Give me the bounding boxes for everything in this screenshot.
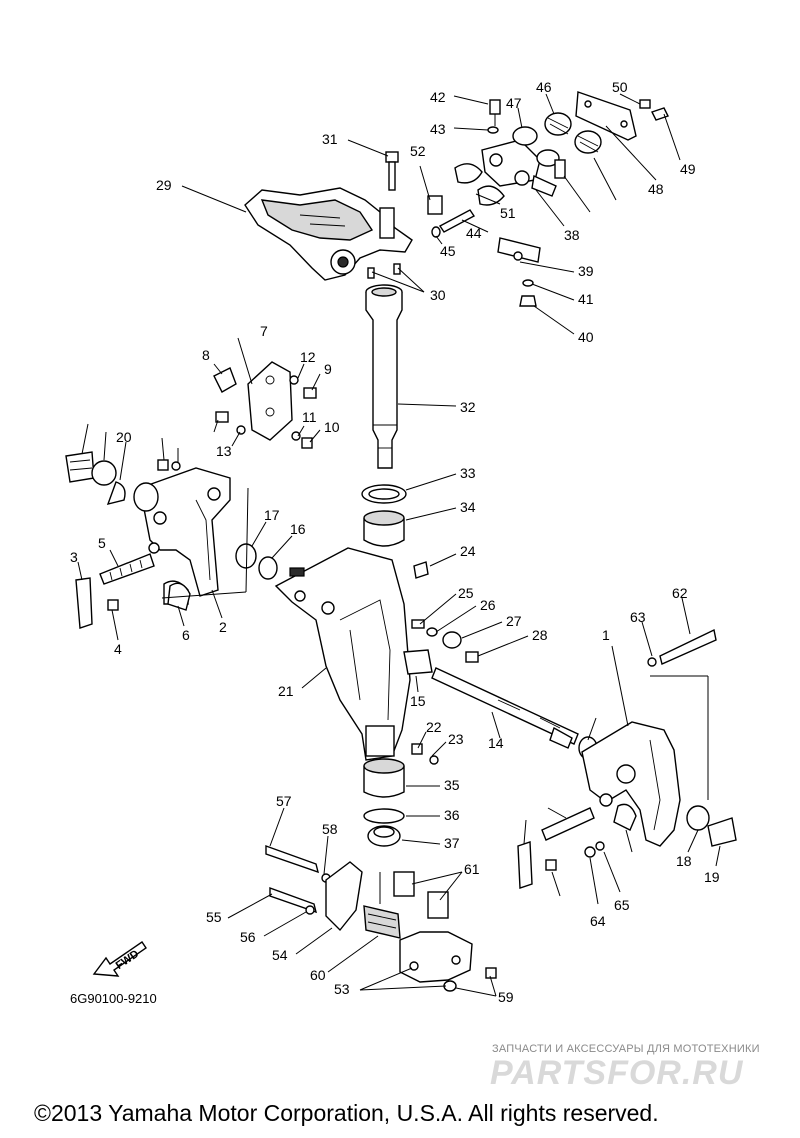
part-number-label: 11 bbox=[302, 409, 317, 425]
part-number-label: 57 bbox=[276, 793, 292, 809]
part-number-label: 55 bbox=[206, 909, 222, 925]
part-number-label: 22 bbox=[426, 719, 442, 735]
part-number-label: 21 bbox=[278, 683, 294, 699]
part-number-label: 50 bbox=[612, 79, 628, 95]
part-number-label: 8 bbox=[202, 347, 210, 363]
part-number-label: 33 bbox=[460, 465, 476, 481]
part-number-label: 25 bbox=[458, 585, 474, 601]
bolts-9-12-part bbox=[157, 375, 317, 471]
part-number-label: 49 bbox=[680, 161, 696, 177]
part-number-label: 38 bbox=[564, 227, 580, 243]
part-number-label: 53 bbox=[334, 981, 350, 997]
part-number-label: 52 bbox=[410, 143, 426, 159]
part-number-label: 4 bbox=[114, 641, 122, 657]
knob-18-20-part bbox=[65, 451, 126, 505]
part-number-label: 19 bbox=[704, 869, 720, 885]
part-number-label: 51 bbox=[500, 205, 516, 221]
part-number-label: 56 bbox=[240, 929, 256, 945]
part-number-label: 3 bbox=[70, 549, 78, 565]
part-number-label: 5 bbox=[98, 535, 106, 551]
part-number-label: 20 bbox=[116, 429, 132, 445]
part-number-label: 41 bbox=[578, 291, 594, 307]
part-number-label: 40 bbox=[578, 329, 594, 345]
part-number-label: 54 bbox=[272, 947, 288, 963]
right-fasteners-part bbox=[517, 628, 737, 889]
part-number-label: 43 bbox=[430, 121, 446, 137]
copyright-notice: ©2013 Yamaha Motor Corporation, U.S.A. A… bbox=[34, 1100, 659, 1126]
part-number-label: 9 bbox=[324, 361, 332, 377]
damper-assembly-part bbox=[427, 91, 669, 307]
part-number-label: 39 bbox=[578, 263, 594, 279]
washers-16-17-part bbox=[235, 543, 278, 580]
part-number-label: 1 bbox=[602, 627, 610, 643]
swivel-bracket-part bbox=[274, 547, 429, 761]
part-number-label: 7 bbox=[260, 323, 268, 339]
part-number-label: 61 bbox=[464, 861, 480, 877]
part-number-label: 59 bbox=[498, 989, 514, 1005]
steering-shaft-part bbox=[365, 263, 403, 469]
part-number-label: 45 bbox=[440, 243, 456, 259]
drawing-code: 6G90100-9210 bbox=[70, 991, 157, 1006]
part-number-label: 23 bbox=[448, 731, 464, 747]
part-number-label: 24 bbox=[460, 543, 476, 559]
part-number-label: 12 bbox=[300, 349, 316, 365]
bolt-31-part bbox=[385, 151, 399, 191]
clamp-bracket-left-part bbox=[133, 467, 231, 605]
part-number-label: 47 bbox=[506, 95, 522, 111]
part-number-label: 34 bbox=[460, 499, 476, 515]
steering-bracket-part bbox=[244, 187, 413, 281]
bushing-34-part bbox=[363, 510, 405, 547]
part-number-label: 46 bbox=[536, 79, 552, 95]
part-number-labels: 1 2 3 4 5 6 7 8 9 10 11 12 13 14 15 16 1… bbox=[70, 79, 720, 1005]
part-number-label: 64 bbox=[590, 913, 606, 929]
lower-bushings-35-37-part bbox=[363, 758, 405, 847]
part-number-label: 48 bbox=[648, 181, 664, 197]
part-number-label: 65 bbox=[614, 897, 630, 913]
part-number-label: 16 bbox=[290, 521, 306, 537]
part-number-label: 44 bbox=[466, 225, 482, 241]
part-number-label: 26 bbox=[480, 597, 496, 613]
part-number-label: 17 bbox=[264, 507, 280, 523]
watermark-logo: PARTSFOR.RU bbox=[490, 1054, 744, 1092]
part-number-label: 42 bbox=[430, 89, 446, 105]
forward-arrow-icon: FWD bbox=[92, 941, 147, 977]
leader-lines bbox=[77, 93, 721, 997]
part-number-label: 13 bbox=[216, 443, 232, 459]
part-number-label: 18 bbox=[676, 853, 692, 869]
part-number-label: 30 bbox=[430, 287, 446, 303]
clamp-bracket-right-part bbox=[581, 721, 681, 847]
part-number-label: 35 bbox=[444, 777, 460, 793]
part-number-label: 60 bbox=[310, 967, 326, 983]
part-number-label: 58 bbox=[322, 821, 338, 837]
part-number-label: 37 bbox=[444, 835, 460, 851]
ring-33-part bbox=[361, 484, 407, 504]
part-number-label: 2 bbox=[219, 619, 227, 635]
part-number-label: 62 bbox=[672, 585, 688, 601]
part-number-label: 15 bbox=[410, 693, 426, 709]
plate-7-part bbox=[247, 361, 293, 441]
pad-8-part bbox=[213, 367, 237, 393]
part-number-label: 36 bbox=[444, 807, 460, 823]
part-number-label: 63 bbox=[630, 609, 646, 625]
part-number-label: 28 bbox=[532, 627, 548, 643]
part-number-label: 31 bbox=[322, 131, 338, 147]
part-number-label: 14 bbox=[488, 735, 504, 751]
lower-assembly-part bbox=[265, 845, 497, 992]
part-number-label: 32 bbox=[460, 399, 476, 415]
part-number-label: 29 bbox=[156, 177, 172, 193]
part-number-label: 27 bbox=[506, 613, 522, 629]
swivel-bolts-22-28-part bbox=[403, 619, 479, 765]
part-number-label: 10 bbox=[324, 419, 340, 435]
part-number-label: 6 bbox=[182, 627, 190, 643]
clamp-screw-left-part bbox=[75, 553, 191, 629]
watermark-caption: ЗАПЧАСТИ И АКСЕССУАРЫ ДЛЯ МОТОТЕХНИКИ bbox=[492, 1043, 760, 1055]
